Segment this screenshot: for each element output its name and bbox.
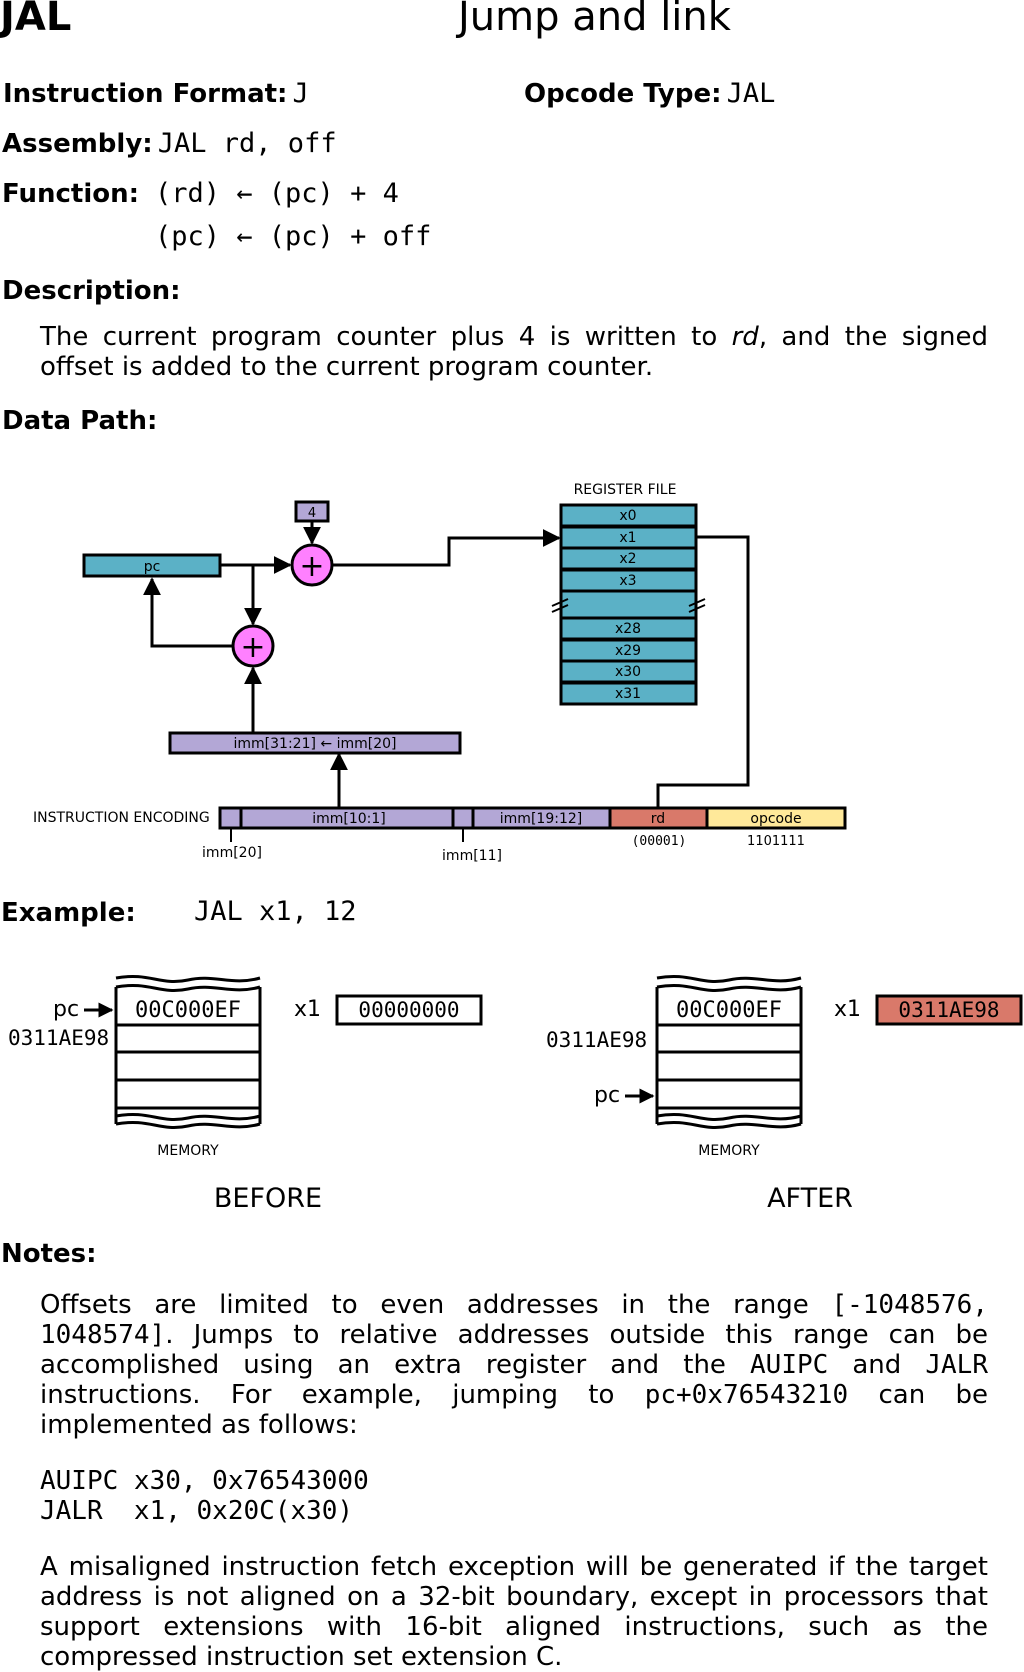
assembly-label: Assembly: xyxy=(2,129,153,159)
before-x1-label: x1 xyxy=(294,997,322,1022)
before-address: 0311AE98 xyxy=(8,1026,110,1050)
notes-label: Notes: xyxy=(1,1239,97,1269)
opcode-type-row: Opcode Type: JAL xyxy=(524,78,775,109)
function-line-1: (rd) ← (pc) + 4 xyxy=(155,178,399,209)
datapath-diagram: REGISTER FILE x0 x1 x2 x3 x28 x29 x30 x3… xyxy=(33,482,847,864)
assembly-value: JAL rd, off xyxy=(157,128,337,159)
description-text: The current program counter plus 4 is wr… xyxy=(40,322,988,382)
opcode-type-label: Opcode Type: xyxy=(524,79,722,109)
register-x31: x31 xyxy=(615,686,641,702)
before-memory-label: MEMORY xyxy=(157,1143,219,1159)
field-imm-10-1: imm[10:1] xyxy=(312,811,386,827)
before-pc-label: pc xyxy=(53,997,80,1022)
format-label: Instruction Format: xyxy=(3,79,288,109)
before-x1-value: 00000000 xyxy=(358,998,460,1022)
example-code: JAL x1, 12 xyxy=(194,896,357,927)
before-mem-top: 00C000EF xyxy=(135,998,241,1023)
description-rd: rd xyxy=(731,322,759,352)
function-label: Function: xyxy=(2,179,140,209)
register-x29: x29 xyxy=(615,643,641,659)
register-x0: x0 xyxy=(619,508,636,524)
notes-code-line-1: AUIPC x30, 0x76543000 xyxy=(40,1466,369,1496)
pc-register-label: pc xyxy=(144,559,161,575)
after-x1-label: x1 xyxy=(834,997,862,1022)
constant-4-label: 4 xyxy=(308,506,316,521)
opcode-bits: 1101111 xyxy=(747,834,805,849)
imm-sign-extend-box xyxy=(168,731,462,755)
register-x30: x30 xyxy=(615,664,641,680)
instruction-mnemonic: JAL xyxy=(0,0,72,40)
after-mem-top: 00C000EF xyxy=(676,998,782,1023)
register-x2: x2 xyxy=(619,551,636,567)
field-opcode: opcode xyxy=(750,811,801,827)
encoding-title: INSTRUCTION ENCODING xyxy=(33,810,210,826)
instruction-encoding xyxy=(218,806,847,830)
adder-2-plus: + xyxy=(240,630,265,665)
before-caption: BEFORE xyxy=(213,1183,323,1214)
register-x3: x3 xyxy=(619,573,636,589)
after-address: 0311AE98 xyxy=(546,1028,648,1052)
assembly-row: Assembly: JAL rd, off xyxy=(2,128,337,159)
field-rd: rd xyxy=(651,811,665,827)
datapath-label: Data Path: xyxy=(2,406,158,436)
after-pc-label: pc xyxy=(594,1083,621,1108)
register-break-marks xyxy=(551,598,706,613)
imm20-label: imm[20] xyxy=(202,845,262,861)
field-imm-19-12: imm[19:12] xyxy=(500,811,582,827)
format-row: Instruction Format: J xyxy=(3,78,309,109)
register-x1: x1 xyxy=(619,530,636,546)
register-file-title: REGISTER FILE xyxy=(574,482,677,498)
imm-sign-extend-label: imm[31:21] ← imm[20] xyxy=(234,736,397,752)
notes-paragraph-1: Offsets are limited to even addresses in… xyxy=(40,1290,988,1440)
adder-1-plus: + xyxy=(299,549,324,584)
register-x28: x28 xyxy=(615,621,641,637)
format-value: J xyxy=(292,78,309,109)
description-label: Description: xyxy=(2,276,181,306)
after-memory-label: MEMORY xyxy=(698,1143,760,1159)
instruction-title: Jump and link xyxy=(458,0,731,40)
function-line-2: (pc) ← (pc) + off xyxy=(155,221,432,252)
after-caption: AFTER xyxy=(767,1183,853,1214)
imm11-label: imm[11] xyxy=(442,848,502,864)
notes-paragraph-2: A misaligned instruction fetch exception… xyxy=(40,1552,988,1672)
register-file xyxy=(559,503,698,706)
opcode-type-value: JAL xyxy=(726,78,776,109)
example-label: Example: xyxy=(1,898,136,928)
notes-code-line-2: JALR x1, 0x20C(x30) xyxy=(40,1496,354,1526)
rd-bits: (00001) xyxy=(632,834,687,849)
after-x1-value: 0311AE98 xyxy=(898,998,1000,1022)
